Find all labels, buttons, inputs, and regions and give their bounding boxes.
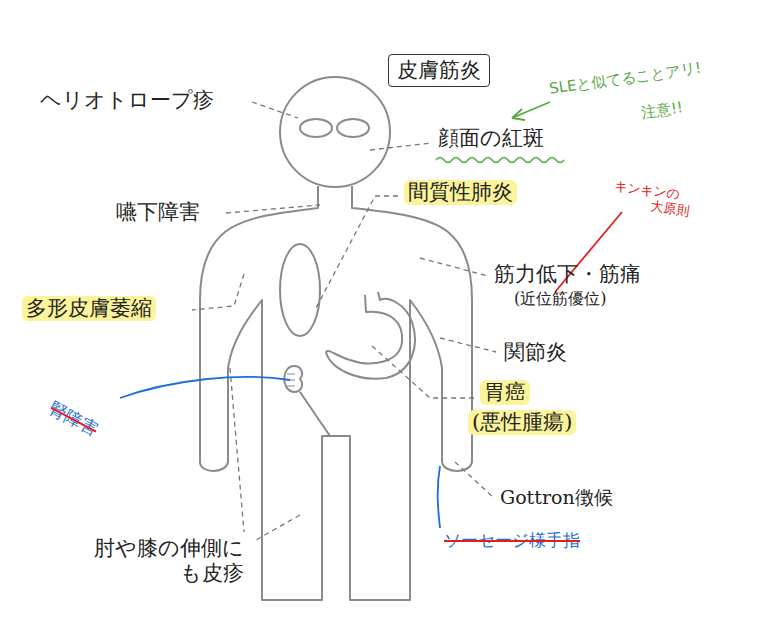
callout-label: 顔面の紅斑	[438, 126, 544, 151]
callout-label: (近位筋優位)	[514, 289, 606, 308]
highlighted-label: 胃癌	[480, 380, 530, 405]
title-box: 皮膚筋炎	[388, 54, 490, 87]
note-line	[438, 466, 440, 528]
leader-line	[315, 196, 398, 310]
leader-line	[256, 515, 300, 540]
leader-line	[226, 205, 320, 213]
leader-line	[192, 274, 244, 310]
handwritten-note: 大原則	[650, 198, 691, 219]
leader-line	[372, 346, 474, 398]
note-arrow	[512, 102, 550, 120]
note-line	[120, 377, 290, 398]
leader-line	[230, 368, 244, 532]
eye	[300, 119, 332, 137]
wavy-underline	[436, 158, 564, 163]
leader-line	[370, 143, 432, 150]
callout-label: 嚥下障害	[116, 200, 200, 225]
leader-line	[440, 338, 496, 352]
leader-line	[455, 462, 494, 498]
highlighted-label: (悪性腫瘍)	[468, 410, 576, 435]
ureter	[300, 392, 330, 436]
leader-line	[252, 102, 298, 118]
handwritten-note: ソーセージ様手指	[444, 530, 580, 550]
eye	[337, 119, 369, 137]
callout-label: 肘や膝の伸側にも皮疹	[92, 536, 244, 586]
callout-label: 関節炎	[504, 340, 567, 365]
callout-label: Gottron徴候	[500, 486, 613, 509]
callout-label: ヘリオトロープ疹	[40, 88, 214, 113]
handwritten-note: 注意!!	[640, 98, 684, 122]
stomach	[326, 292, 415, 379]
highlighted-label: 多形皮膚萎縮	[22, 296, 156, 321]
handwritten-note: SLEと似てることアリ!	[548, 59, 702, 98]
callout-label: 筋力低下・筋痛	[494, 262, 641, 287]
handwritten-note: キンキンの	[614, 178, 681, 202]
lung	[280, 244, 320, 336]
leader-line	[420, 258, 488, 276]
handwritten-note: 腎障害	[46, 398, 101, 440]
head	[280, 77, 390, 187]
highlighted-label: 間質性肺炎	[404, 180, 517, 205]
